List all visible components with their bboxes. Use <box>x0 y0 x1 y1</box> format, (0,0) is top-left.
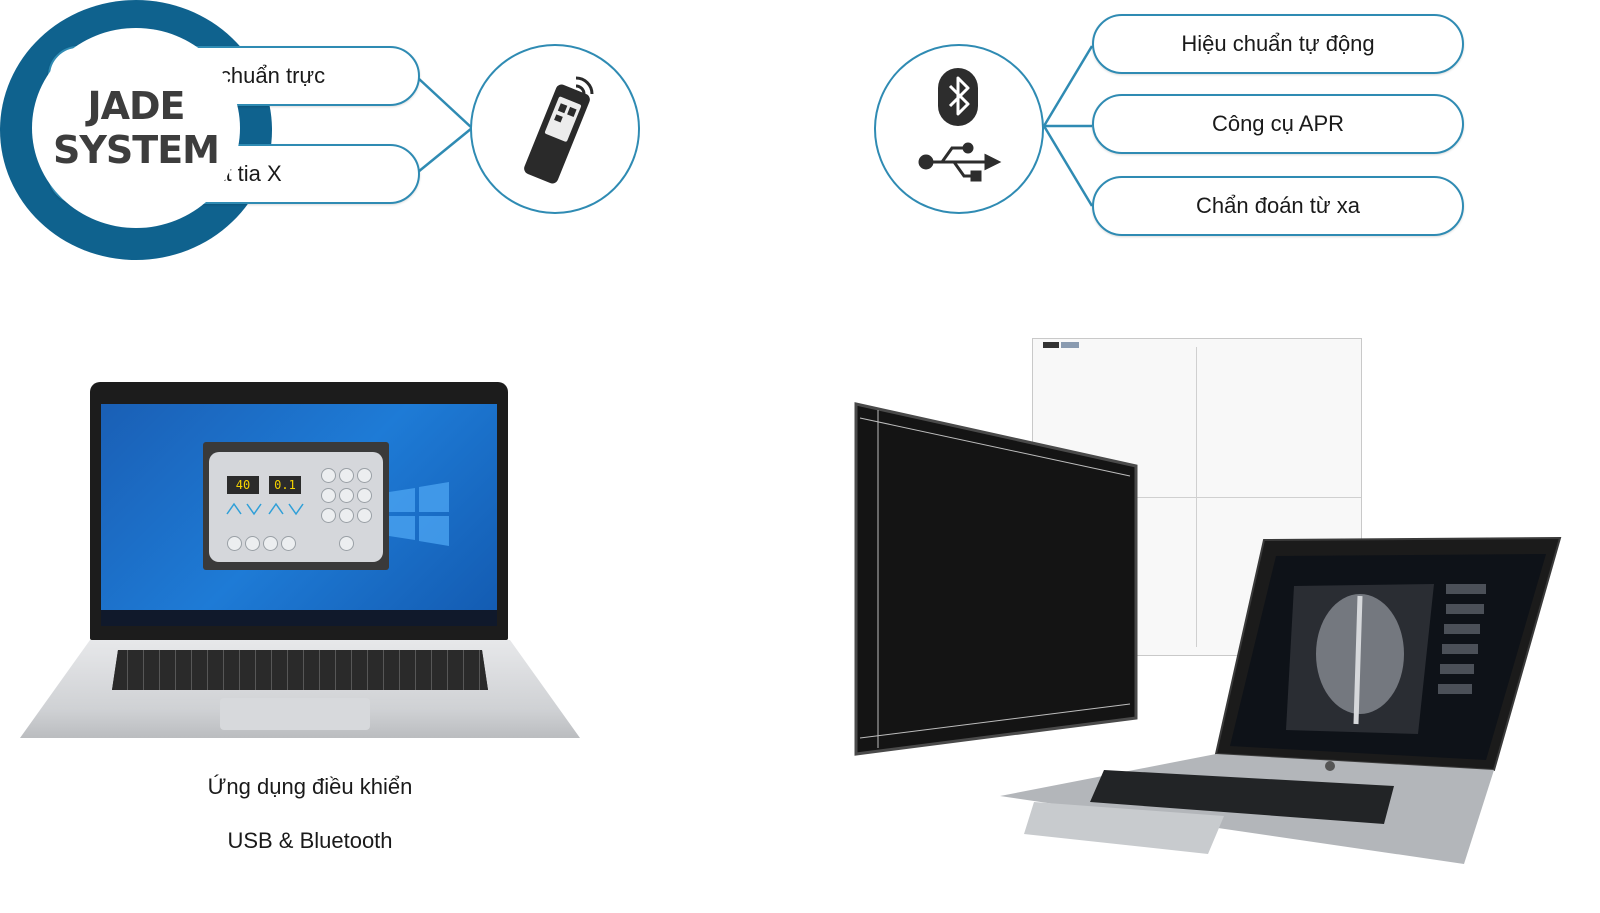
bluetooth-icon <box>938 68 978 126</box>
control-panel: 40 0.1 <box>209 452 383 562</box>
laptop-touchpad <box>220 698 370 730</box>
connector-right-bottom <box>1042 125 1094 207</box>
control-app-window: 40 0.1 <box>203 442 389 570</box>
keypad-button <box>321 468 336 483</box>
usb-icon <box>918 142 1002 182</box>
hub-title-line2: SYSTEM <box>53 128 220 172</box>
up-down-arrows-icon <box>226 502 304 516</box>
keypad-button <box>227 536 242 551</box>
mas-display: 0.1 <box>269 476 301 494</box>
brand-logo-icon <box>1043 342 1079 348</box>
detector-grid-line <box>1033 497 1361 498</box>
brand-logo-icon <box>1325 761 1335 771</box>
laptop-lid: 40 0.1 <box>90 382 508 640</box>
laptop-keyboard <box>112 650 488 690</box>
jade-system-hub: JADE SYSTEM <box>0 0 272 260</box>
keypad-button <box>339 468 354 483</box>
connectivity-icons <box>918 68 1002 182</box>
keypad-button <box>339 508 354 523</box>
remote-control-icon <box>524 76 594 184</box>
windows-logo-icon <box>389 482 449 546</box>
pill-label: Công cụ APR <box>1211 111 1345 136</box>
keypad-button <box>339 488 354 503</box>
remote-circle <box>470 44 640 214</box>
keypad-button <box>339 536 354 551</box>
connector-left-bottom <box>417 127 473 173</box>
keypad-button <box>357 508 372 523</box>
keypad-button <box>357 488 372 503</box>
black-detector-panel <box>854 402 1138 756</box>
taskbar <box>101 610 497 626</box>
keypad-button <box>321 508 336 523</box>
pill-label: Chẩn đoán từ xa <box>1196 193 1360 218</box>
keypad-button <box>321 488 336 503</box>
detector-logo <box>1043 341 1081 351</box>
keypad-button <box>281 536 296 551</box>
hub-center: JADE SYSTEM <box>32 28 240 228</box>
pill-label: Hiệu chuẩn tự động <box>1181 31 1375 56</box>
kv-display: 40 <box>227 476 259 494</box>
pill-remote-diagnosis: Chẩn đoán từ xa <box>1092 176 1464 236</box>
keypad-button <box>357 468 372 483</box>
connectivity-circle <box>874 44 1044 214</box>
caption-control-app: Ứng dụng điều khiển <box>207 774 413 799</box>
detector-grid-line <box>1196 347 1197 647</box>
hub-title-line1: JADE <box>87 84 185 128</box>
connector-right-top <box>1042 45 1094 127</box>
keypad-button <box>245 536 260 551</box>
laptop-screen: 40 0.1 <box>101 404 497 626</box>
keypad-button <box>263 536 278 551</box>
laptop-control-app: 40 0.1 <box>20 382 580 754</box>
pill-auto-calibration: Hiệu chuẩn tự động <box>1092 14 1464 74</box>
connector-left-top <box>417 77 473 129</box>
laptop-xray-software <box>1000 536 1562 864</box>
pill-apr-tool: Công cụ APR <box>1092 94 1464 154</box>
laptop-keyboard <box>1090 770 1394 824</box>
caption-usb-bluetooth: USB & Bluetooth <box>227 828 393 853</box>
